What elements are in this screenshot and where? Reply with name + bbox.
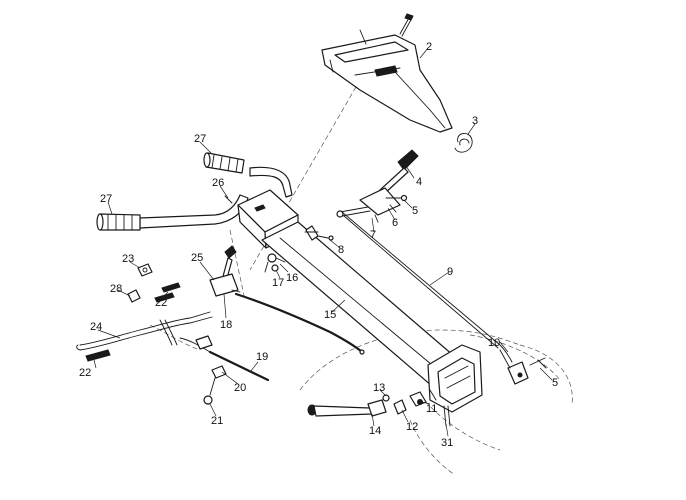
callout-27-upper: 27 (194, 133, 206, 145)
callout-21: 21 (211, 415, 223, 427)
callout-15: 15 (324, 309, 336, 321)
callout-6: 6 (392, 217, 398, 229)
lower-cable (179, 335, 270, 405)
callout-5-upper: 5 (412, 205, 418, 217)
base-hardware (382, 389, 451, 427)
callout-28: 28 (110, 283, 122, 295)
callout-26: 26 (212, 177, 224, 189)
callout-23: 23 (122, 253, 134, 265)
callout-5-lower: 5 (552, 377, 558, 389)
callout-2: 2 (426, 41, 432, 53)
rod-end-bracket (499, 349, 547, 385)
callout-8: 8 (338, 244, 344, 256)
callout-10: 10 (488, 337, 500, 349)
small-hardware-16-17 (264, 253, 286, 273)
control-lever (209, 245, 241, 297)
leader-lines (93, 47, 553, 437)
callout-20: 20 (234, 382, 246, 394)
callout-17: 17 (272, 277, 284, 289)
callout-labels: 2 3 4 5 5 6 7 8 9 10 11 12 13 14 15 16 1… (79, 41, 558, 449)
top-bolt (399, 13, 414, 37)
callout-9: 9 (447, 266, 453, 278)
callout-24: 24 (90, 321, 102, 333)
callout-4: 4 (416, 176, 422, 188)
callout-31: 31 (441, 437, 453, 449)
console-cover (321, 29, 453, 133)
callout-25: 25 (191, 252, 203, 264)
callout-22-upper: 22 (155, 297, 167, 309)
callout-16: 16 (286, 272, 298, 284)
callout-12: 12 (406, 421, 418, 433)
callout-22-lower: 22 (79, 367, 91, 379)
retaining-clip (454, 133, 473, 153)
lower-pedal-lever (307, 399, 387, 417)
callout-19: 19 (256, 351, 268, 363)
callout-18: 18 (220, 319, 232, 331)
callout-11: 11 (426, 403, 437, 415)
background-outline (149, 79, 573, 476)
callout-7: 7 (370, 229, 376, 241)
lower-grip (85, 349, 111, 362)
handlebar (96, 152, 293, 231)
callout-27-lower: 27 (100, 193, 112, 205)
base-plate (427, 344, 483, 413)
left-hardware (127, 263, 181, 303)
tube-bolt (305, 225, 334, 241)
callout-3: 3 (472, 115, 478, 127)
shift-lever (336, 149, 419, 223)
callout-13: 13 (373, 382, 385, 394)
callout-14: 14 (369, 425, 381, 437)
control-cable (234, 292, 365, 355)
shift-rod (304, 211, 513, 363)
lower-bail-handle (76, 311, 213, 351)
